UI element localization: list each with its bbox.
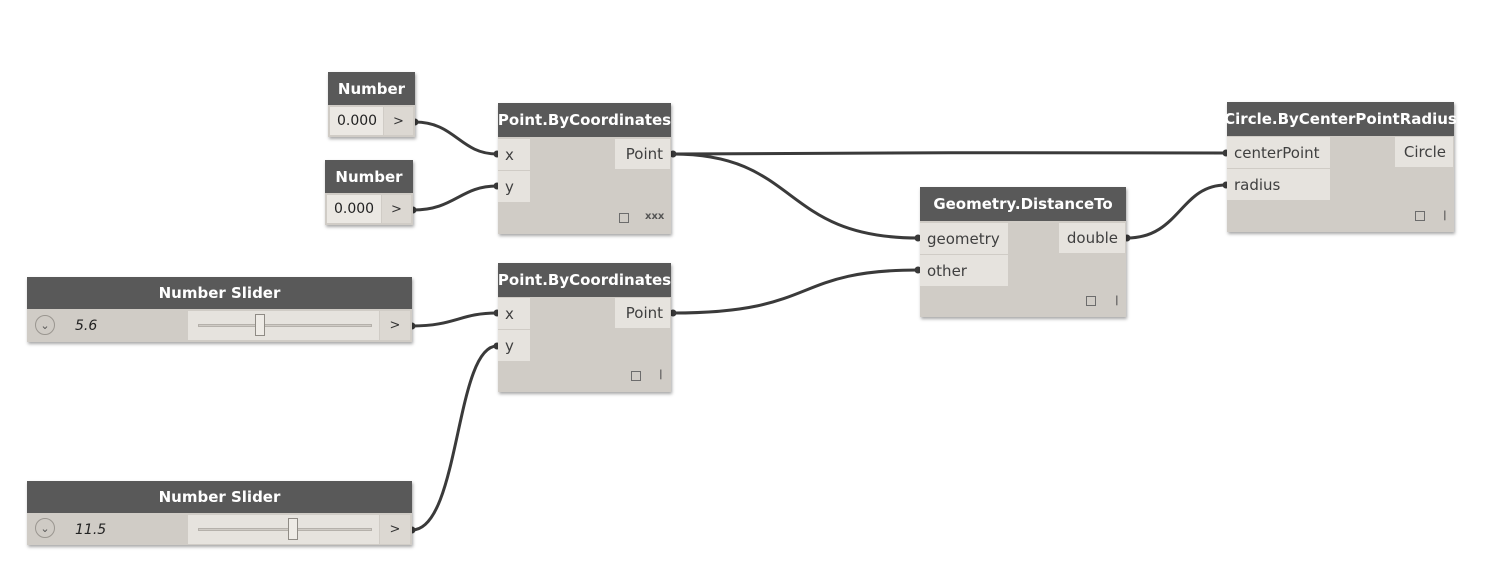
input-port-geometry[interactable]: geometry [920, 223, 1008, 254]
input-port-x[interactable]: x [498, 298, 530, 329]
slider-track [198, 528, 372, 531]
point-bycoordinates-node-1[interactable]: Point.ByCoordinates x y Point xxx [498, 103, 671, 234]
node-title: Number Slider [27, 277, 412, 309]
node-title: Point.ByCoordinates [498, 263, 671, 297]
input-port-radius[interactable]: radius [1227, 169, 1330, 200]
wire-slider1-to-point2-x[interactable] [410, 311, 499, 328]
chevron-down-icon[interactable]: ⌄ [35, 518, 55, 538]
number-node-2[interactable]: Number 0.000 > [325, 160, 413, 225]
wire-slider2-to-point2-y[interactable] [410, 344, 499, 532]
slider-track [198, 324, 372, 327]
slider-thumb[interactable] [288, 518, 299, 540]
preview-checkbox-icon[interactable] [631, 371, 641, 381]
slider-value: 11.5 [75, 522, 107, 538]
output-port-circle[interactable]: Circle [1395, 137, 1453, 167]
input-port-y[interactable]: y [498, 330, 530, 361]
port-dot [914, 234, 922, 242]
number-input[interactable]: 0.000 [330, 107, 383, 135]
node-title: Circle.ByCenterPointRadius [1224, 102, 1457, 136]
output-port-point[interactable]: Point [615, 139, 670, 169]
port-dot [914, 266, 922, 274]
input-port-y[interactable]: y [498, 171, 530, 202]
circle-bycenterpointradius-node[interactable]: Circle.ByCenterPointRadius centerPoint r… [1224, 102, 1457, 232]
node-title: Point.ByCoordinates [498, 103, 671, 137]
wire-point1-to-circle-center[interactable] [671, 151, 1228, 156]
slider-track-area[interactable] [188, 311, 379, 340]
output-port[interactable]: > [384, 107, 413, 135]
wire-number2-to-point1-y[interactable] [411, 184, 499, 212]
wire-point1-to-distance-geometry[interactable] [671, 152, 920, 240]
chevron-down-icon[interactable]: ⌄ [35, 315, 55, 335]
output-port[interactable]: > [380, 515, 410, 544]
wire-number1-to-point1-x[interactable] [413, 120, 499, 156]
slider-track-area[interactable] [188, 515, 379, 544]
lacing-indicator[interactable]: | [1115, 295, 1119, 306]
node-title: Number Slider [27, 481, 412, 513]
node-title: Number [328, 72, 415, 105]
output-port-double[interactable]: double [1059, 223, 1125, 253]
preview-checkbox-icon[interactable] [619, 213, 629, 223]
slider-thumb[interactable] [255, 314, 266, 336]
input-port-x[interactable]: x [498, 139, 530, 170]
port-dot [669, 309, 677, 317]
output-port-point[interactable]: Point [615, 298, 670, 328]
input-port-other[interactable]: other [920, 255, 1008, 286]
output-port[interactable]: > [382, 195, 411, 223]
number-input[interactable]: 0.000 [327, 195, 381, 223]
port-dot [669, 150, 677, 158]
lacing-indicator[interactable]: xxx [645, 211, 665, 222]
wire-point2-to-distance-other[interactable] [671, 268, 920, 315]
preview-checkbox-icon[interactable] [1415, 211, 1425, 221]
lacing-indicator[interactable]: | [659, 369, 663, 380]
number-slider-node-2[interactable]: Number Slider ⌄ 11.5 > [27, 481, 412, 545]
preview-checkbox-icon[interactable] [1086, 296, 1096, 306]
number-slider-node-1[interactable]: Number Slider ⌄ 5.6 > [27, 277, 412, 342]
number-node-1[interactable]: Number 0.000 > [328, 72, 415, 137]
lacing-indicator[interactable]: | [1443, 210, 1447, 221]
point-bycoordinates-node-2[interactable]: Point.ByCoordinates x y Point | [498, 263, 671, 392]
input-port-centerpoint[interactable]: centerPoint [1227, 137, 1330, 168]
slider-value: 5.6 [75, 318, 98, 334]
node-title: Geometry.DistanceTo [920, 187, 1126, 221]
node-title: Number [325, 160, 413, 193]
geometry-distanceto-node[interactable]: Geometry.DistanceTo geometry other doubl… [920, 187, 1126, 317]
output-port[interactable]: > [380, 311, 410, 340]
wire-distance-to-circle-radius[interactable] [1125, 183, 1228, 240]
